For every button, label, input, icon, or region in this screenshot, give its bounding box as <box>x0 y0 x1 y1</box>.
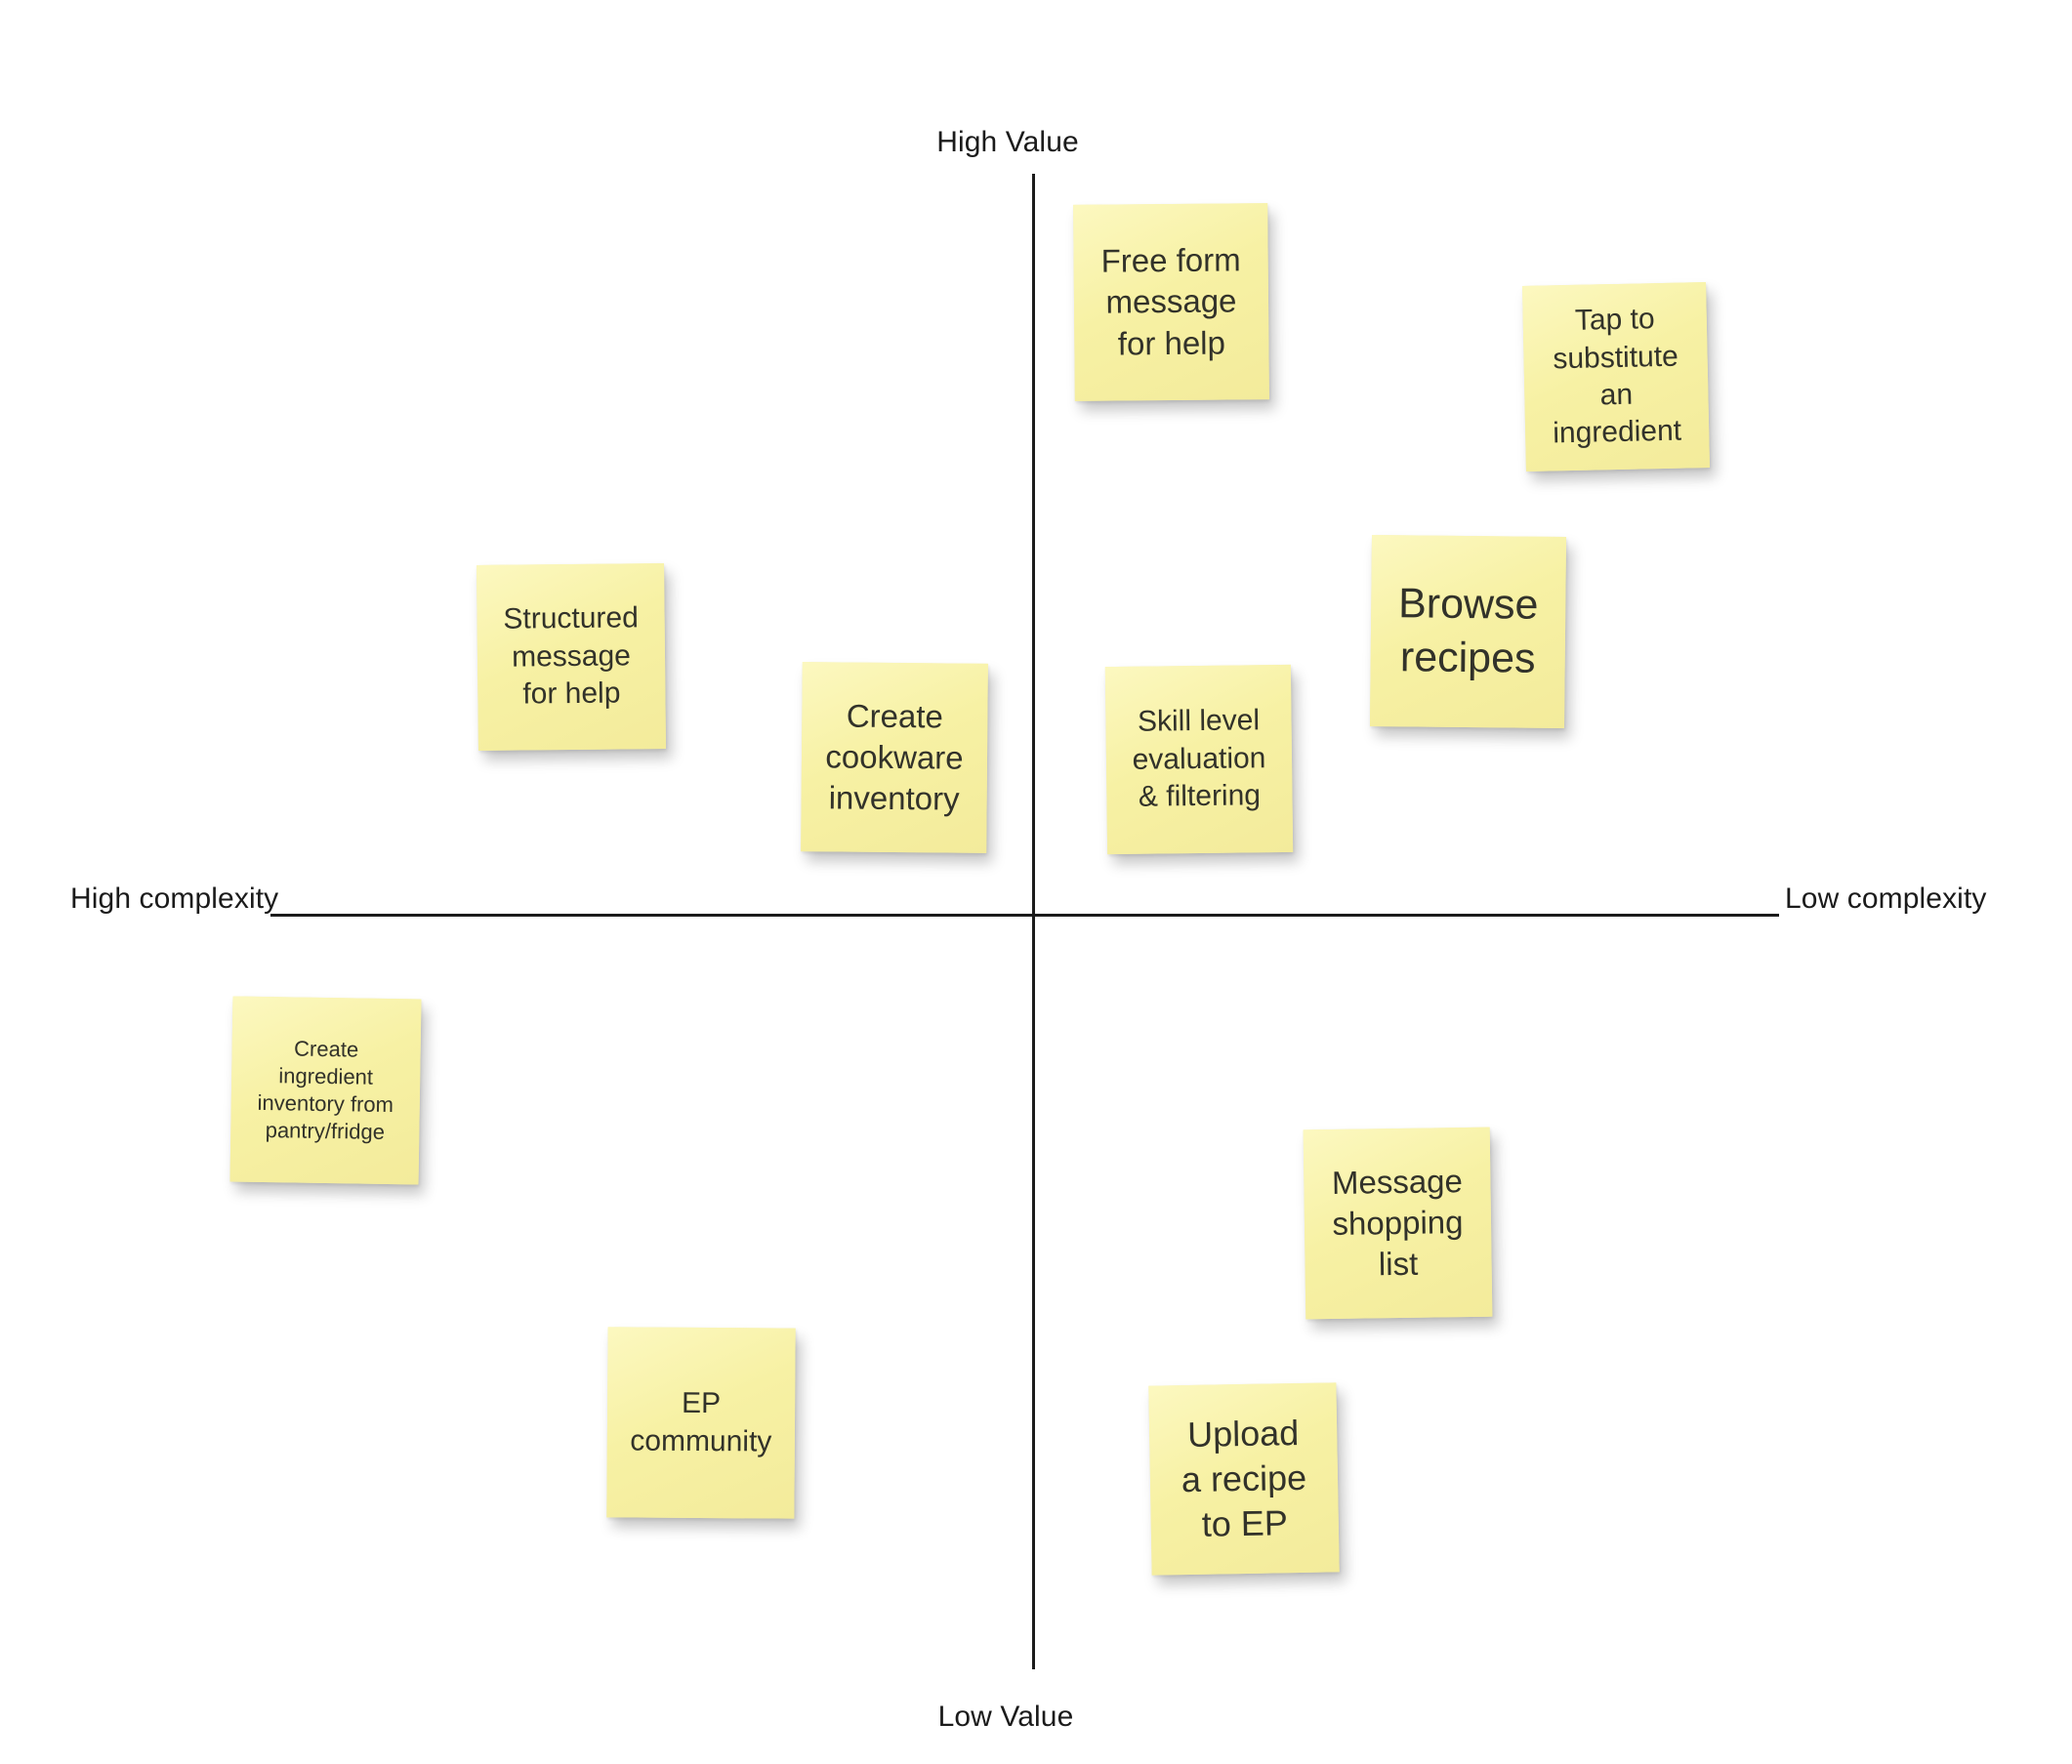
sticky-note-text: Tap to substitute an ingredient <box>1552 303 1682 450</box>
sticky-note-text: Free form message for help <box>1100 241 1241 362</box>
sticky-note-structured-message-for-help[interactable]: Structured message for help <box>477 562 666 752</box>
sticky-note-message-shopping-list[interactable]: Message shopping list <box>1303 1127 1493 1320</box>
axis-label-low-value: Low Value <box>937 1701 1074 1733</box>
sticky-note-text: Browse recipes <box>1397 580 1539 682</box>
sticky-note-browse-recipes[interactable]: Browse recipes <box>1369 534 1567 729</box>
axis-label-high-value: High Value <box>936 126 1079 158</box>
sticky-note-text: Create cookware inventory <box>825 697 964 817</box>
sticky-note-text: Create ingredient inventory from pantry/… <box>257 1036 394 1145</box>
sticky-note-create-cookware-inventory[interactable]: Create cookware inventory <box>801 662 988 853</box>
horizontal-axis-line <box>270 914 1779 917</box>
axis-label-low-complexity: Low complexity <box>1785 882 1987 915</box>
vertical-axis-line <box>1032 174 1035 1669</box>
sticky-note-tap-to-substitute-an-ingredient[interactable]: Tap to substitute an ingredient <box>1522 282 1710 472</box>
sticky-note-free-form-message-for-help[interactable]: Free form message for help <box>1073 203 1269 401</box>
sticky-note-text: Structured message for help <box>503 601 639 711</box>
sticky-note-text: EP community <box>630 1386 772 1458</box>
sticky-note-upload-a-recipe-to-ep[interactable]: Upload a recipe to EP <box>1148 1382 1340 1576</box>
sticky-note-create-ingredient-inventory-from-pantry-fridge[interactable]: Create ingredient inventory from pantry/… <box>229 996 422 1185</box>
sticky-note-text: Message shopping list <box>1331 1162 1464 1283</box>
axis-label-high-complexity: High complexity <box>70 882 279 915</box>
sticky-note-skill-level-evaluation-and-filtering[interactable]: Skill level evaluation & filtering <box>1104 664 1294 855</box>
sticky-note-text: Upload a recipe to EP <box>1181 1412 1307 1544</box>
sticky-note-text: Skill level evaluation & filtering <box>1132 704 1266 813</box>
sticky-note-ep-community[interactable]: EP community <box>606 1327 796 1519</box>
